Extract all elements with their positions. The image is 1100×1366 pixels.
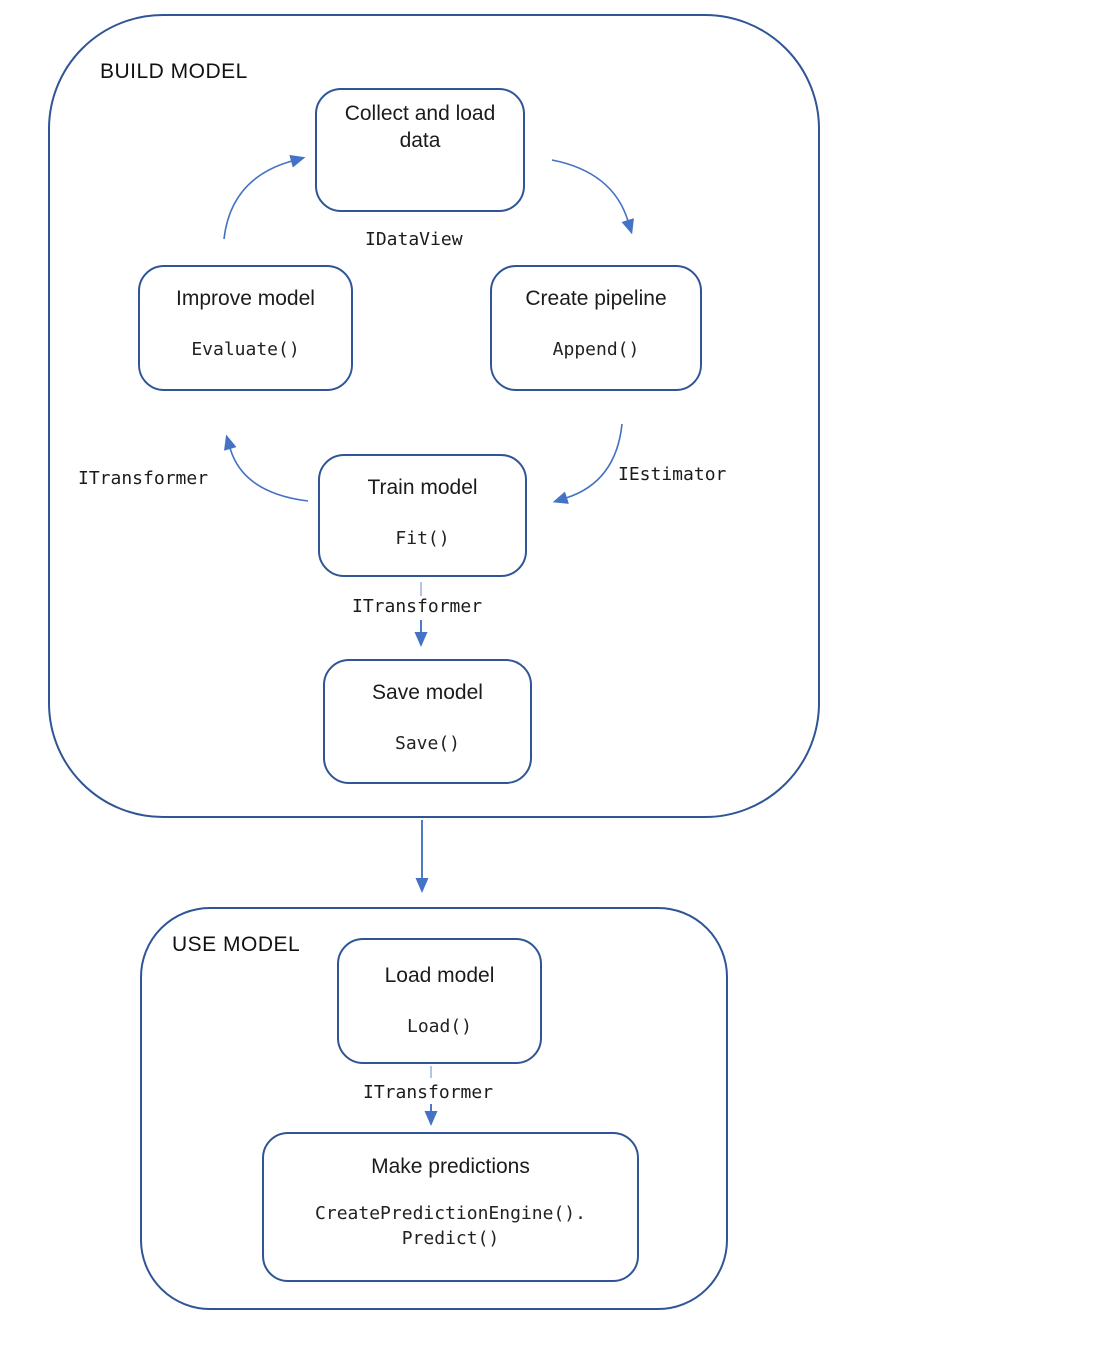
node-load-model: Load model Load() [337, 938, 542, 1064]
node-title: Collect and load data [344, 102, 496, 153]
node-code-line2: Predict() [401, 1227, 500, 1249]
node-code: Fit() [395, 528, 450, 550]
node-title: Save model [372, 681, 483, 704]
node-code-line1: CreatePredictionEngine(). [315, 1203, 586, 1225]
node-make-predictions: Make predictions CreatePredictionEngine(… [262, 1132, 639, 1282]
build-model-label: BUILD MODEL [100, 60, 248, 83]
edge-label-itransformer-feedback: ITransformer [78, 468, 209, 489]
edge-label-idataview: IDataView [365, 229, 463, 250]
edge-label-itransformer-to-save: ITransformer [352, 596, 483, 617]
node-code: Evaluate() [191, 339, 300, 361]
node-code: CreatePredictionEngine(). Predict() [315, 1202, 586, 1251]
use-model-label: USE MODEL [172, 933, 301, 956]
build-model-container [48, 14, 820, 818]
node-train-model: Train model Fit() [318, 454, 527, 577]
node-create-pipeline: Create pipeline Append() [490, 265, 702, 391]
node-title: Improve model [176, 287, 315, 310]
node-code: Load() [406, 1016, 473, 1038]
node-improve-model: Improve model Evaluate() [138, 265, 353, 391]
node-save-model: Save model Save() [323, 659, 532, 784]
edge-label-iestimator: IEstimator [618, 464, 727, 485]
edge-label-itransformer-to-predict: ITransformer [363, 1082, 494, 1103]
node-title: Train model [367, 476, 478, 499]
use-model-container [140, 907, 728, 1310]
node-title: Make predictions [371, 1155, 530, 1178]
node-code: Append() [552, 339, 640, 361]
node-code: Save() [394, 733, 461, 755]
node-title: Create pipeline [525, 287, 667, 310]
node-title: Load model [384, 964, 495, 987]
node-collect-and-load-data: Collect and load data [315, 88, 525, 212]
